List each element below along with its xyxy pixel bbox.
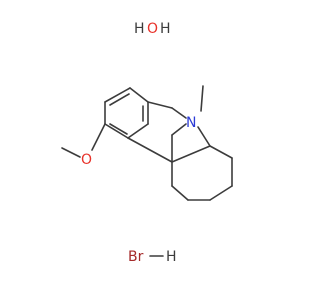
bond xyxy=(171,123,187,136)
bond xyxy=(127,123,149,139)
bond-ring-to-methoxy-o xyxy=(91,123,106,151)
cyclohexane-ring xyxy=(171,145,233,201)
molecule-drawing: H O H O N Br H xyxy=(61,21,233,265)
bond xyxy=(171,185,189,201)
bond xyxy=(197,126,211,147)
water-oxygen: O xyxy=(147,21,158,37)
bond xyxy=(209,145,233,159)
hbr-bromine: Br xyxy=(128,249,144,265)
bond xyxy=(171,107,187,119)
structure-canvas: H O H O N Br H xyxy=(61,21,233,265)
bond-n-methyl xyxy=(200,85,204,112)
nitrogen-atom: N xyxy=(186,115,196,131)
bond xyxy=(171,145,211,163)
double-bond-inner xyxy=(109,123,128,135)
water-hydrogen-right: H xyxy=(160,21,171,37)
bond xyxy=(127,137,173,163)
bond xyxy=(209,185,233,201)
double-bond-inner xyxy=(109,93,130,106)
bond xyxy=(104,123,129,139)
methoxy-oxygen: O xyxy=(81,152,92,168)
hbr-hydrogen: H xyxy=(166,249,177,265)
bond xyxy=(104,87,131,103)
bond xyxy=(129,87,149,103)
bond xyxy=(147,101,173,109)
bond-methoxy-methyl xyxy=(61,147,81,158)
aromatic-ring xyxy=(104,87,149,139)
water-hydrogen-left: H xyxy=(134,21,145,37)
